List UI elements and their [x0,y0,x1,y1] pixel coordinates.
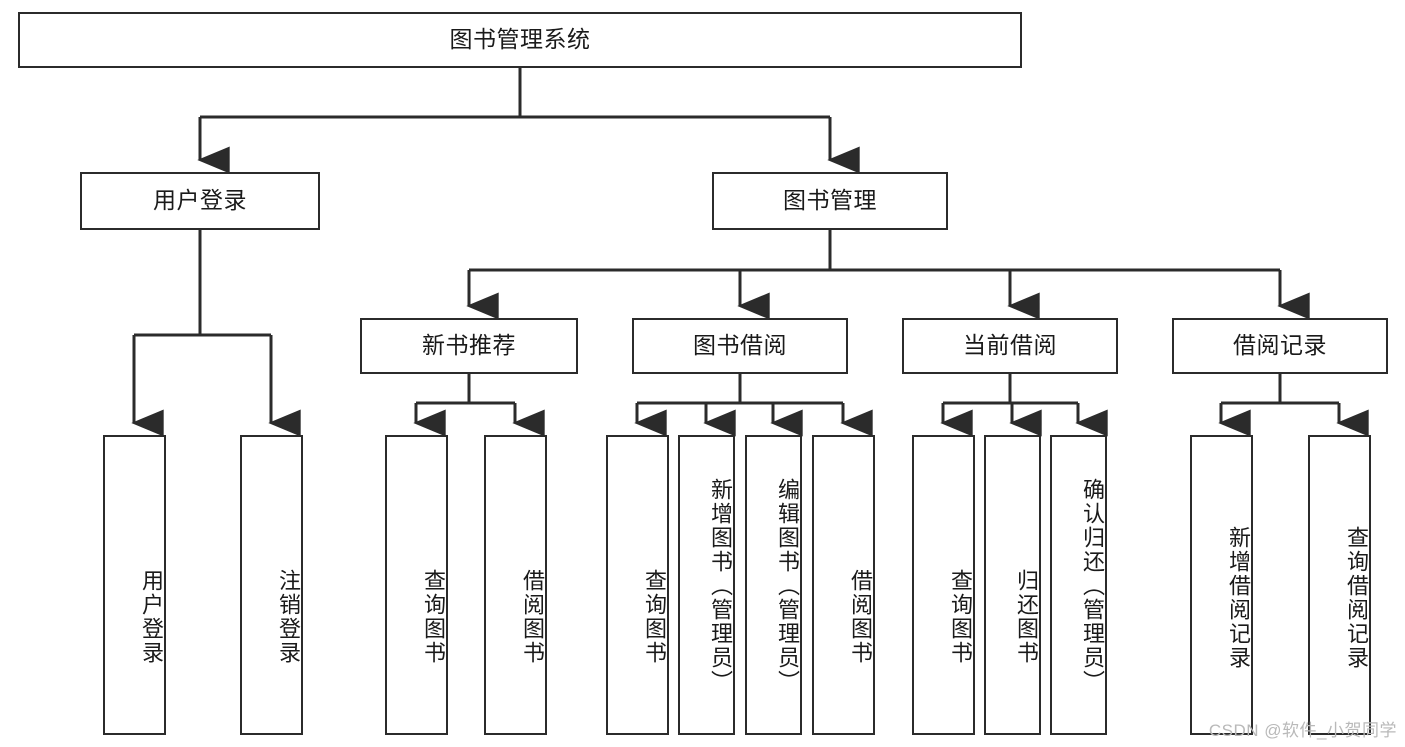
node-leaf-query-book-1-label: 查询图书 [421,569,446,665]
node-leaf-user-login-label: 用户登录 [139,569,164,665]
watermark-text: CSDN @软件_小贺同学 [1208,721,1397,740]
node-leaf-query-book-3[interactable]: 查询图书 [912,435,975,735]
node-book-manage-label: 图书管理 [783,187,877,214]
node-leaf-confirm-return[interactable]: 确认归还（管理员） [1050,435,1107,735]
node-leaf-borrow-book-2-label: 借阅图书 [848,569,873,665]
node-current-borrow-label: 当前借阅 [963,332,1057,359]
node-book-borrow-label: 图书借阅 [693,332,787,359]
node-new-book-recommend-label: 新书推荐 [422,332,516,359]
node-leaf-logout[interactable]: 注销登录 [240,435,303,735]
node-leaf-query-book-1[interactable]: 查询图书 [385,435,448,735]
node-leaf-confirm-return-label: 确认归还（管理员） [1080,478,1105,694]
node-leaf-add-book[interactable]: 新增图书（管理员） [678,435,735,735]
node-leaf-return-book-label: 归还图书 [1014,569,1039,665]
node-current-borrow[interactable]: 当前借阅 [902,318,1118,374]
node-user-login-label: 用户登录 [153,187,247,214]
node-leaf-add-record-label: 新增借阅记录 [1226,526,1251,670]
node-root[interactable]: 图书管理系统 [18,12,1022,68]
node-root-label: 图书管理系统 [449,26,591,53]
node-leaf-query-record[interactable]: 查询借阅记录 [1308,435,1371,735]
node-leaf-edit-book-label: 编辑图书（管理员） [775,478,800,694]
node-leaf-edit-book[interactable]: 编辑图书（管理员） [745,435,802,735]
node-leaf-add-book-label: 新增图书（管理员） [708,478,733,694]
node-borrow-record-label: 借阅记录 [1233,332,1327,359]
node-borrow-record[interactable]: 借阅记录 [1172,318,1388,374]
node-leaf-query-book-3-label: 查询图书 [948,569,973,665]
node-book-borrow[interactable]: 图书借阅 [632,318,848,374]
node-leaf-borrow-book-1[interactable]: 借阅图书 [484,435,547,735]
node-user-login[interactable]: 用户登录 [80,172,320,230]
node-new-book-recommend[interactable]: 新书推荐 [360,318,578,374]
node-leaf-user-login[interactable]: 用户登录 [103,435,166,735]
node-leaf-query-book-2-label: 查询图书 [642,569,667,665]
node-book-manage[interactable]: 图书管理 [712,172,948,230]
node-leaf-return-book[interactable]: 归还图书 [984,435,1041,735]
node-leaf-add-record[interactable]: 新增借阅记录 [1190,435,1253,735]
node-leaf-query-record-label: 查询借阅记录 [1344,526,1369,670]
node-leaf-borrow-book-2[interactable]: 借阅图书 [812,435,875,735]
node-leaf-query-book-2[interactable]: 查询图书 [606,435,669,735]
node-leaf-borrow-book-1-label: 借阅图书 [520,569,545,665]
node-leaf-logout-label: 注销登录 [276,569,301,665]
